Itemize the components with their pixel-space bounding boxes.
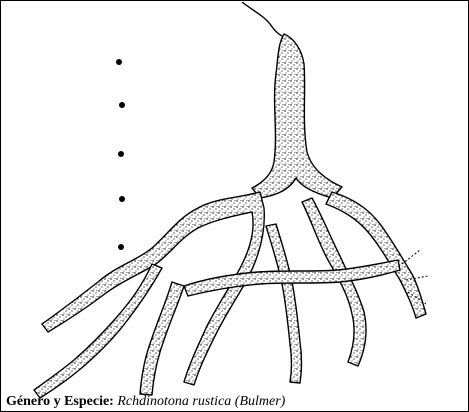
main-shaft bbox=[252, 34, 342, 198]
depth-marker-dot bbox=[116, 59, 122, 65]
central-lower-branch bbox=[266, 224, 302, 383]
entrance-trail-line bbox=[242, 2, 282, 36]
left-lower-branch bbox=[140, 282, 184, 395]
depth-marker-dot bbox=[119, 102, 125, 108]
right-branch bbox=[326, 192, 426, 318]
caption-species: Rchdinotona rustica (Bulmer) bbox=[117, 394, 285, 409]
depth-markers bbox=[116, 59, 125, 250]
caption-label: Género y Especie: bbox=[6, 394, 114, 409]
figure-caption: Género y Especie: Rchdinotona rustica (B… bbox=[6, 394, 285, 410]
depth-marker-dot bbox=[118, 244, 124, 250]
depth-marker-dot bbox=[119, 196, 125, 202]
depth-marker-dot bbox=[118, 151, 124, 157]
